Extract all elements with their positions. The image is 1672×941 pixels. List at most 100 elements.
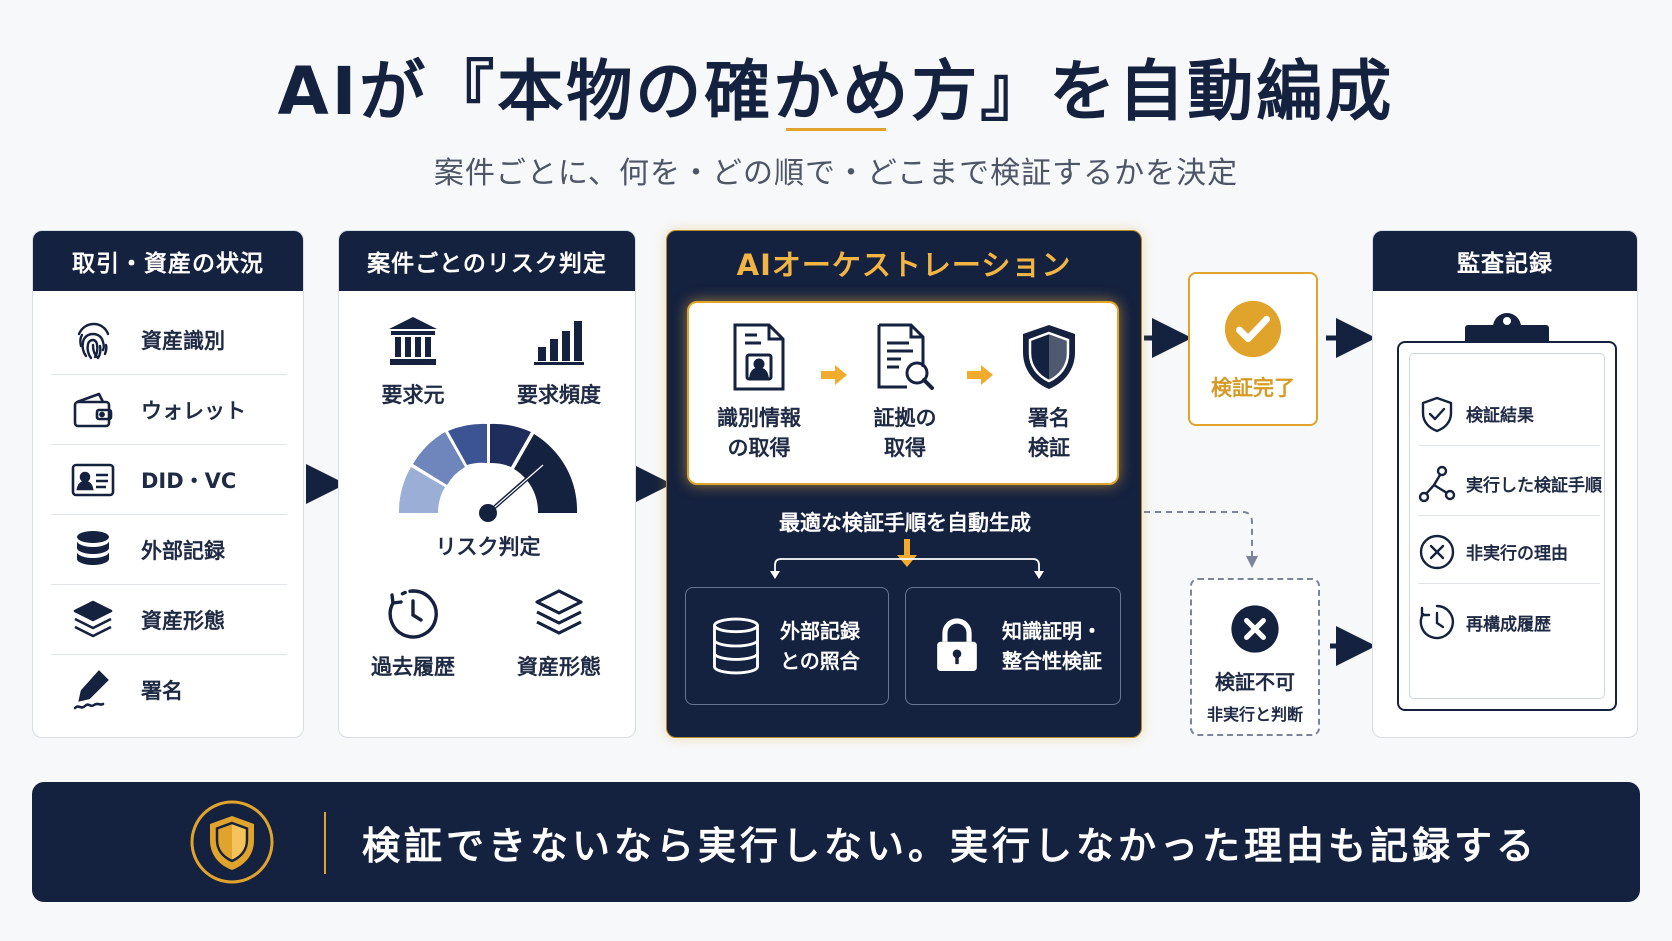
sub-label-line1: 外部記録 — [780, 619, 860, 643]
layers-icon — [73, 600, 113, 637]
item-label: 署名 — [141, 679, 183, 703]
x-circle-icon — [1231, 605, 1279, 653]
step-label-line2: 取得 — [884, 436, 926, 461]
sub-check-external: 外部記録との照合 — [685, 587, 889, 705]
layers-icon — [535, 589, 583, 635]
fingerprint-icon — [77, 322, 110, 359]
audit-item: 検証結果 — [1418, 382, 1600, 446]
gauge-segment — [490, 423, 531, 467]
item-label: 資産識別 — [141, 328, 225, 353]
list-item: ウォレット — [51, 375, 287, 445]
audit-item: 非実行の理由 — [1418, 520, 1600, 584]
title-underline — [786, 128, 886, 131]
risk-factor: 要求元 — [343, 313, 483, 409]
step-label-line2: 検証 — [1028, 436, 1070, 461]
sub-label-line2: との照合 — [780, 649, 860, 673]
history-clock-icon — [388, 589, 438, 639]
panel-audit-log: 監査記録 検証結果 実行した検証手順 非実行の理由 — [1372, 230, 1638, 738]
list-item: 署名 — [51, 655, 287, 725]
wallet-icon — [73, 392, 113, 427]
pen-signature-icon — [73, 670, 109, 710]
panel-ai-orchestration: AIオーケストレーション 識別情報 の取得 証拠の 取得 署名 検証 最適な検証… — [666, 230, 1142, 738]
sub-label-line1: 知識証明・ — [1002, 619, 1102, 643]
database-icon — [713, 617, 759, 675]
list-item: 外部記録 — [51, 515, 287, 585]
bank-icon — [389, 317, 437, 365]
step-label-line1: 識別情報 — [717, 406, 801, 430]
list-item: DID・VC — [51, 445, 287, 515]
list-item: 資産識別 — [51, 305, 287, 375]
page-title: AIが『本物の確かめ方』を自動編成 — [277, 53, 1395, 130]
gauge-segment — [448, 423, 487, 465]
lock-icon — [937, 618, 977, 671]
list-item: 資産形態 — [51, 585, 287, 655]
x-circle-icon — [1419, 534, 1455, 569]
item-label: DID・VC — [141, 468, 237, 493]
shield-icon — [1023, 325, 1075, 389]
step-arrow-icon — [821, 365, 847, 385]
result-verified-label: 検証完了 — [1211, 376, 1295, 400]
verification-steps: 識別情報 の取得 証拠の 取得 署名 検証 — [687, 301, 1119, 485]
audit-item: 再構成履歴 — [1418, 590, 1600, 654]
gauge-segment — [413, 432, 465, 485]
gauge-segment — [398, 467, 445, 513]
result-verified: 検証完了 — [1188, 272, 1318, 426]
id-document-icon — [733, 323, 785, 391]
risk-factor-label: 要求頻度 — [517, 383, 601, 407]
gauge-label: リスク判定 — [435, 535, 541, 559]
branch-arrows — [770, 539, 1044, 579]
gauge-segment — [514, 434, 578, 513]
risk-factor-label: 要求元 — [381, 383, 445, 407]
step: 証拠の 取得 — [845, 321, 965, 464]
step: 署名 検証 — [989, 321, 1109, 464]
sub-label-line2: 整合性検証 — [1002, 649, 1102, 673]
shield-emblem-icon — [190, 800, 274, 884]
page-subtitle: 案件ごとに、何を・どの順で・どこまで検証するかを決定 — [433, 156, 1239, 191]
result-unverifiable: 検証不可 非実行と判断 — [1190, 578, 1320, 736]
step-arrow-icon — [967, 365, 993, 385]
panel-risk-assessment: 案件ごとのリスク判定 要求元 要求頻度 リスク判定 過去履歴 資産形態 — [338, 230, 636, 738]
audit-item-label: 実行した検証手順 — [1466, 476, 1602, 496]
sub-check-knowledge: 知識証明・整合性検証 — [905, 587, 1121, 705]
panel-asset-status-header: 取引・資産の状況 — [33, 231, 303, 291]
clipboard-clip-icon — [1465, 313, 1549, 345]
step-label-line2: の取得 — [727, 436, 791, 461]
audit-item-label: 再構成履歴 — [1466, 614, 1551, 635]
document-search-icon — [877, 323, 934, 390]
risk-gauge — [398, 423, 578, 522]
risk-factor: 要求頻度 — [489, 313, 629, 409]
arrow-p3-ng — [1144, 511, 1258, 568]
clock-icon — [1419, 604, 1455, 640]
step-label-line1: 署名 — [1028, 406, 1070, 430]
database-icon — [77, 530, 109, 565]
bar-chart-icon — [534, 321, 584, 365]
panel-audit-header: 監査記録 — [1373, 231, 1637, 291]
principle-banner: 検証できないなら実行しない。実行しなかった理由も記録する — [32, 782, 1640, 902]
gauge-hub — [479, 504, 497, 522]
risk-factor-label: 資産形態 — [517, 655, 601, 679]
banner-divider — [324, 812, 326, 874]
flow-nodes-icon — [1418, 465, 1456, 502]
banner-text: 検証できないなら実行しない。実行しなかった理由も記録する — [362, 823, 1539, 868]
result-unverifiable-sub: 非実行と判断 — [1206, 705, 1303, 724]
item-label: 資産形態 — [141, 608, 225, 633]
panel-orchestration-header: AIオーケストレーション — [736, 248, 1072, 282]
risk-factor: 過去履歴 — [343, 585, 483, 681]
item-label: 外部記録 — [141, 538, 225, 563]
step-label-line1: 証拠の — [873, 406, 937, 430]
audit-item: 実行した検証手順 — [1418, 452, 1602, 516]
result-unverifiable-label: 検証不可 — [1215, 670, 1295, 694]
check-circle-icon — [1224, 300, 1282, 358]
id-card-icon — [71, 463, 115, 496]
shield-check-icon — [1421, 396, 1453, 432]
audit-clipboard: 検証結果 実行した検証手順 非実行の理由 再構成履歴 — [1397, 341, 1617, 711]
panel-risk-header: 案件ごとのリスク判定 — [339, 231, 635, 291]
audit-item-label: 検証結果 — [1466, 406, 1534, 426]
auto-generate-label: 最適な検証手順を自動生成 — [779, 511, 1031, 535]
panel-asset-status: 取引・資産の状況 資産識別 ウォレット DID・VC 外部記録 資産形態 署名 — [32, 230, 304, 738]
step: 識別情報 の取得 — [699, 321, 819, 464]
item-label: ウォレット — [141, 398, 246, 423]
risk-factor-label: 過去履歴 — [371, 655, 455, 679]
risk-factor: 資産形態 — [489, 585, 629, 681]
audit-item-label: 非実行の理由 — [1466, 544, 1568, 564]
